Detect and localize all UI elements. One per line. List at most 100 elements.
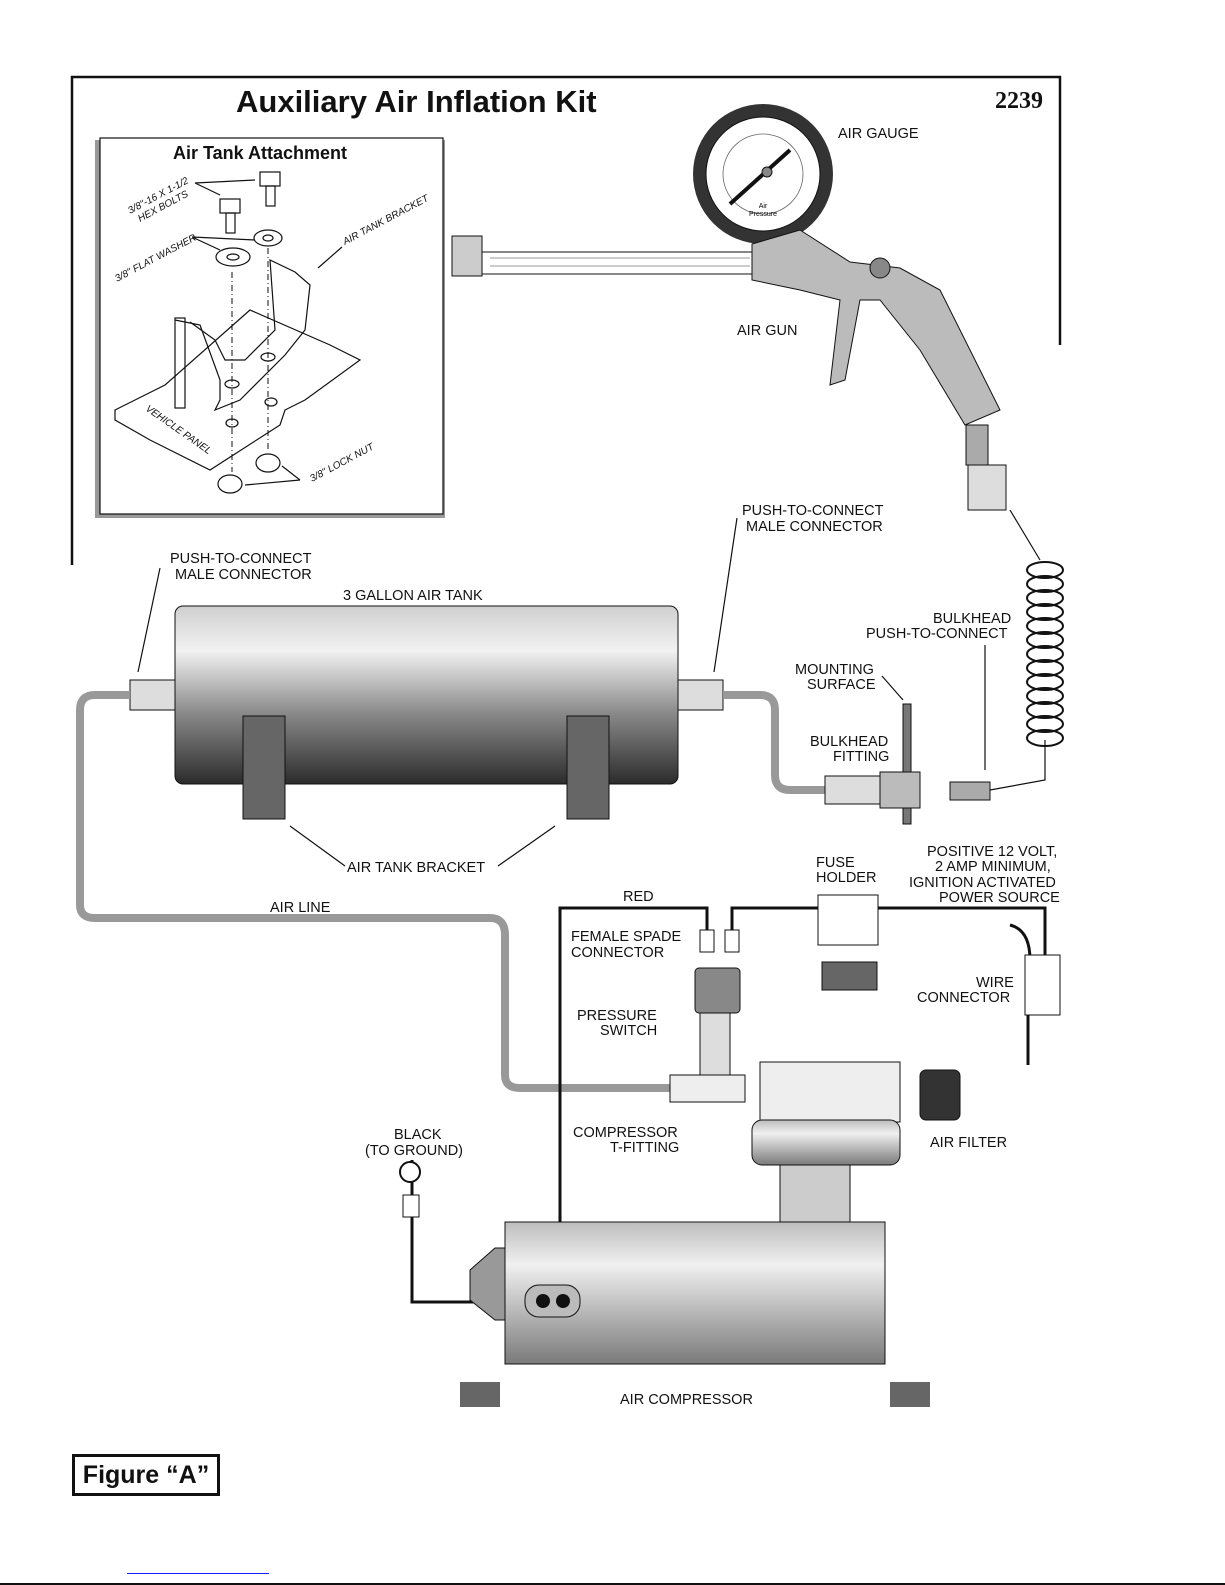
mounting-foot	[890, 1382, 930, 1407]
air-filter-label: AIR FILTER	[930, 1135, 1007, 1151]
ptc-left-connector	[129, 679, 176, 711]
compressor-label: AIR COMPRESSOR	[620, 1392, 753, 1408]
washer-hole	[262, 234, 274, 242]
air-filter	[919, 1069, 961, 1121]
ptc-leader-lines	[137, 517, 738, 673]
coil-loop	[1026, 687, 1064, 705]
lock-nut-icon	[255, 453, 281, 473]
ptc-right-connector	[677, 679, 724, 711]
gauge-needle	[728, 148, 792, 206]
mounting-foot	[460, 1382, 500, 1407]
mounting-label: MOUNTING	[795, 662, 874, 678]
coil-loops	[1026, 561, 1064, 747]
ptc-right-label: PUSH-TO-CONNECT	[742, 503, 884, 519]
power-wire	[730, 906, 1047, 955]
spade-label-2: CONNECTOR	[571, 945, 664, 961]
coil-hose-tail	[989, 740, 1046, 791]
bulkhead-connector	[824, 775, 881, 805]
lock-nut-icon	[217, 474, 243, 494]
chuck-nozzle	[451, 235, 483, 277]
coil-hose-lead	[1009, 509, 1041, 561]
air-tank	[129, 605, 724, 820]
coil-loop	[1026, 673, 1064, 691]
tank-bracket-right	[566, 715, 610, 820]
coil-loop	[1026, 659, 1064, 677]
power-label-3: IGNITION ACTIVATED	[909, 875, 1056, 891]
compressor-cylinder	[751, 1119, 901, 1166]
terminal-crimp	[402, 1194, 420, 1218]
gauge-face-text: Air	[759, 203, 768, 210]
spade-connector	[699, 929, 715, 953]
compressor-neck	[779, 1164, 851, 1226]
wire-connector-label: WIRE	[976, 975, 1014, 991]
bulkhead-ptc	[949, 781, 991, 801]
gun-nut	[869, 257, 891, 279]
coil-loop	[1026, 603, 1064, 621]
pressure-switch	[694, 967, 741, 1014]
coil-loop	[1026, 575, 1064, 593]
tfit-label: COMPRESSOR	[573, 1125, 678, 1141]
ground-ring-terminal	[399, 1161, 421, 1183]
mounting-surface	[902, 703, 912, 825]
air-gun	[451, 229, 1007, 511]
air-gauge: Air Pressure	[693, 104, 833, 244]
bulkhead-ptc-label: BULKHEAD	[933, 611, 1011, 627]
terminal-post	[556, 1294, 570, 1308]
inset-title: Air Tank Attachment	[173, 143, 347, 163]
compressor-head	[759, 1061, 901, 1123]
fuse-holder	[817, 894, 879, 946]
air-gauge-label: AIR GAUGE	[838, 126, 919, 142]
spade-label: FEMALE SPADE	[571, 929, 681, 945]
black-wire-label: BLACK	[394, 1127, 442, 1143]
tank-bracket-left	[242, 715, 286, 820]
gauge-face-text-2: Pressure	[749, 211, 777, 218]
air-line-to-compressor	[76, 691, 670, 1092]
bracket-leader-lines	[289, 825, 556, 867]
bulkhead-fitting-label-2: FITTING	[833, 749, 889, 765]
link-underline	[127, 1573, 269, 1574]
coil-loop	[1026, 701, 1064, 719]
coil-hose	[989, 509, 1064, 791]
terminal-post	[536, 1294, 550, 1308]
gauge-hub	[761, 166, 773, 178]
coil-loop	[1026, 561, 1064, 579]
compressor-t-fitting	[669, 1074, 746, 1103]
leader-lines	[191, 179, 343, 486]
wire-connector-label-2: CONNECTOR	[917, 990, 1010, 1006]
air-line	[76, 691, 825, 1092]
bolt-shank	[265, 185, 276, 207]
pressure-switch-label-2: SWITCH	[600, 1023, 657, 1039]
bulkhead-nut	[879, 771, 921, 809]
coil-loop	[1026, 631, 1064, 649]
tank-label: 3 GALLON AIR TANK	[343, 588, 483, 604]
gun-coupler	[967, 464, 1007, 511]
gun-fitting	[965, 424, 989, 466]
ptc-left-label-2: MALE CONNECTOR	[175, 567, 312, 583]
motor-end-cap	[469, 1247, 506, 1321]
motor-terminal-block	[524, 1284, 581, 1318]
coil-loop	[1026, 715, 1064, 733]
spade-connector	[724, 929, 740, 953]
red-wire-label: RED	[623, 889, 654, 905]
flat-washer-icon	[215, 247, 251, 267]
wiring	[399, 894, 1061, 1310]
tfit-label-2: T-FITTING	[610, 1140, 679, 1156]
fuse-label: FUSE	[816, 855, 855, 871]
air-tank-bracket-part	[174, 259, 311, 412]
gun-hose	[481, 251, 753, 275]
coil-loop	[1026, 617, 1064, 635]
vehicle-panel	[114, 309, 362, 471]
figure-number: 2239	[995, 88, 1043, 114]
power-label-2: 2 AMP MINIMUM,	[935, 859, 1051, 875]
bolt-hole	[264, 397, 278, 407]
bulkhead-fitting-label: BULKHEAD	[810, 734, 888, 750]
fuse-label-2: HOLDER	[816, 870, 876, 886]
power-label: POSITIVE 12 VOLT,	[927, 844, 1057, 860]
mounting-label-2: SURFACE	[807, 677, 876, 693]
gauge-inner-scale	[722, 133, 804, 215]
air-tank-attachment-inset: Air Tank Attachment 3/8"-16 X 1-1/2 HEX …	[95, 137, 445, 518]
coil-loop	[1026, 589, 1064, 607]
pressure-switch-label: PRESSURE	[577, 1008, 657, 1024]
red-wire	[558, 906, 709, 1310]
